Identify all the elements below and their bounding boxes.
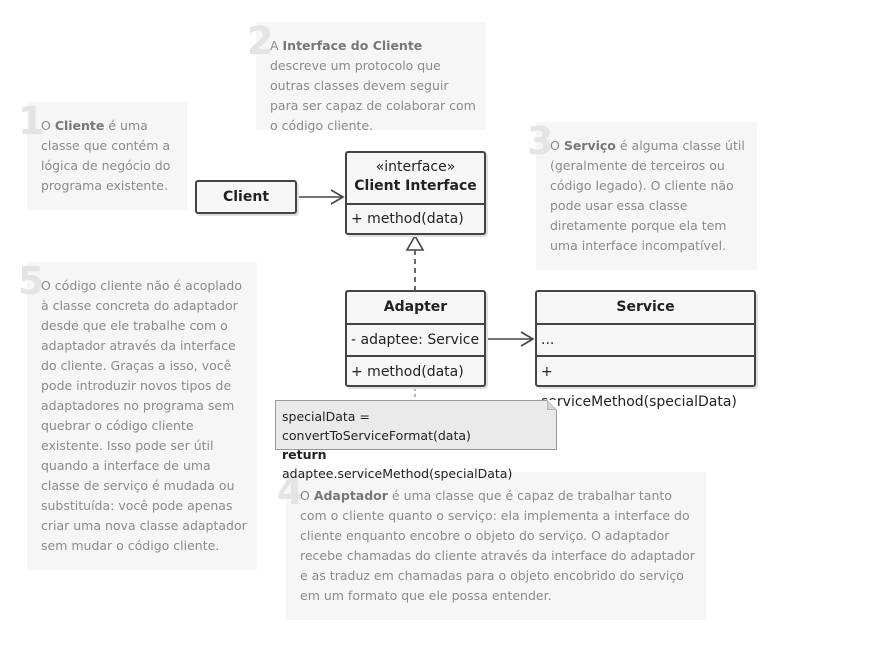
client-class: Client [195,180,297,214]
client-association-arrowhead [330,189,345,205]
note-3-number: 3 [527,119,554,163]
client-interface-name: Client Interface [354,178,477,194]
note-3-text: O Serviço é alguma classe útil (geralmen… [550,138,745,253]
note-1-number: 1 [18,99,45,143]
adapter-class: Adapter - adaptee: Service + method(data… [345,290,486,387]
note-fold-corner [547,400,557,410]
realization-arrowhead [405,234,425,251]
note-4-text: O Adaptador é uma classe que é capaz de … [300,488,695,603]
note-4-number: 4 [277,469,304,513]
client-interface-method: + method(data) [347,203,484,233]
code-line-2: return adaptee.serviceMethod(specialData… [282,445,550,483]
code-line-1: specialData = convertToServiceFormat(dat… [282,409,471,443]
service-class: Service ... + serviceMethod(specialData) [535,290,756,410]
note-2-text: A Interface do Cliente descreve um proto… [270,38,476,133]
note-1-text: O Cliente é uma classe que contém a lógi… [41,118,171,193]
adapter-class-name: Adapter [383,299,448,315]
note-4: 4 O Adaptador é uma classe que é capaz d… [277,472,706,620]
note-3: 3 O Serviço é alguma classe útil (geralm… [527,122,757,270]
note-5-number: 5 [18,259,45,303]
client-class-name: Client [222,189,270,205]
service-field: ... [537,323,754,355]
client-interface-stereotype: «interface» [375,159,456,175]
adaptee-association-arrowhead [520,331,535,347]
service-method: + serviceMethod(specialData) [537,355,754,417]
note-1: 1 O Cliente é uma classe que contém a ló… [18,102,187,210]
client-interface-class: «interface» Client Interface + method(da… [345,151,486,235]
adapter-method: + method(data) [347,355,484,387]
service-class-name: Service [616,299,675,315]
code-return-keyword: return [282,447,327,462]
code-note: specialData = convertToServiceFormat(dat… [275,400,557,481]
client-interface-header: «interface» Client Interface [347,153,484,203]
note-2: 2 A Interface do Cliente descreve um pro… [247,22,486,133]
note-2-number: 2 [247,19,274,63]
adapter-field: - adaptee: Service [347,323,484,355]
code-line-2-rest: adaptee.serviceMethod(specialData) [282,466,513,481]
note-5: 5 O código cliente não é acoplado à clas… [18,262,257,570]
note-5-text: O código cliente não é acoplado à classe… [41,278,247,553]
